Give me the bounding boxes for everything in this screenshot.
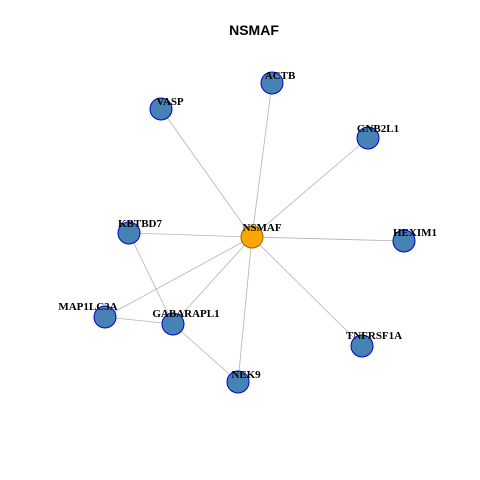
edge-nsmaf-vasp: [160, 108, 253, 238]
node-circle[interactable]: [260, 71, 284, 95]
edge-nsmaf-hexim1: [251, 236, 405, 242]
node-circle[interactable]: [149, 97, 173, 121]
edge-nsmaf-actb: [251, 82, 273, 238]
node-hexim1[interactable]: HEXIM1: [392, 227, 437, 253]
node-nek9[interactable]: NEK9: [226, 369, 261, 394]
node-circle[interactable]: [350, 334, 374, 358]
node-circle[interactable]: [226, 370, 250, 394]
node-label: GABARAPL1: [152, 308, 219, 320]
node-label: TNFRSF1A: [346, 330, 402, 342]
node-label: MAP1LC3A: [58, 301, 117, 313]
node-circle[interactable]: [240, 225, 264, 249]
node-map1lc3a[interactable]: MAP1LC3A: [58, 301, 118, 329]
node-gabarapl1[interactable]: GABARAPL1: [152, 308, 220, 336]
edge-nsmaf-tnfrsf1a: [251, 236, 363, 347]
edge-nsmaf-nek9: [237, 236, 253, 383]
node-label: NEK9: [231, 369, 261, 381]
edge-gabarapl1-nek9: [172, 323, 239, 383]
edge-nsmaf-gabarapl1: [172, 236, 253, 325]
edge-nsmaf-map1lc3a: [104, 236, 253, 318]
node-circle[interactable]: [93, 305, 117, 329]
graph-title: NSMAF: [229, 22, 279, 38]
node-label: VASP: [156, 96, 184, 108]
node-label: GNB2L1: [357, 123, 399, 135]
node-circle[interactable]: [392, 229, 416, 253]
node-label: ACTB: [265, 70, 296, 82]
node-label: NSMAF: [242, 222, 281, 234]
edge-kbtbd7-gabarapl1: [128, 232, 174, 325]
edge-nsmaf-gnb2l1: [251, 137, 369, 238]
node-actb[interactable]: ACTB: [260, 70, 296, 95]
node-circle[interactable]: [356, 126, 380, 150]
node-gnb2l1[interactable]: GNB2L1: [356, 123, 399, 150]
node-tnfrsf1a[interactable]: TNFRSF1A: [346, 330, 402, 358]
node-nsmaf[interactable]: NSMAF: [240, 222, 282, 249]
node-label: KBTBD7: [118, 218, 163, 230]
edge-nsmaf-kbtbd7: [128, 232, 253, 238]
node-kbtbd7[interactable]: KBTBD7: [117, 218, 163, 245]
node-label: HEXIM1: [393, 227, 437, 239]
node-vasp[interactable]: VASP: [149, 96, 184, 121]
node-circle[interactable]: [117, 221, 141, 245]
node-circle[interactable]: [161, 312, 185, 336]
